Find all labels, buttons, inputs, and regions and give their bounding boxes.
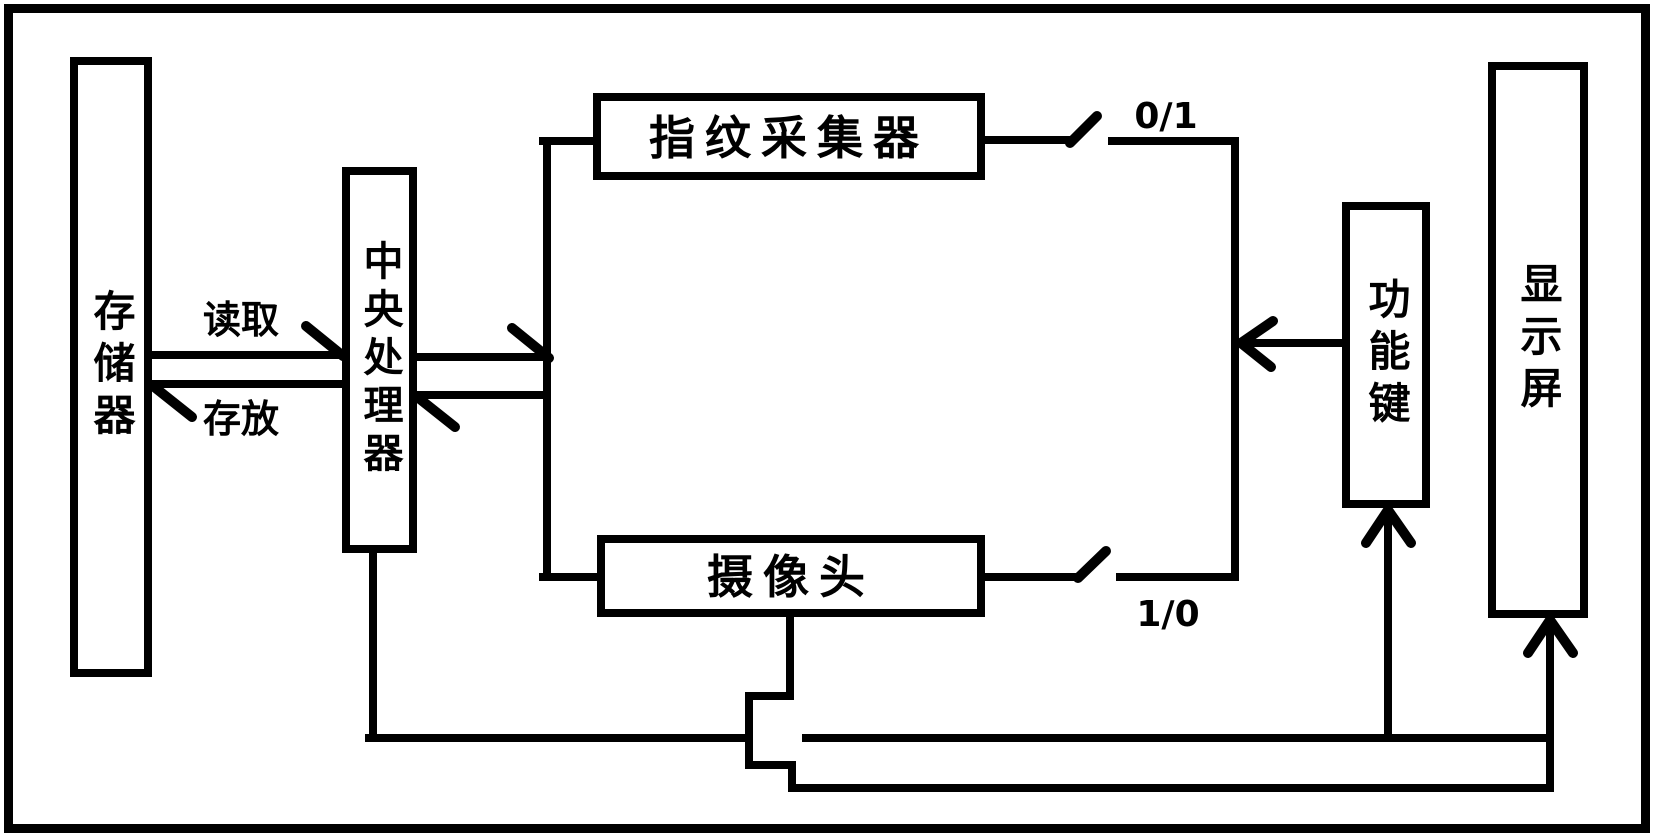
function-key-block: 功能键 [1342,202,1430,508]
outer-border [4,4,1650,833]
cpu-out-arrowhead [507,323,554,363]
cpu-block-label: 中央处理器 [356,240,403,480]
function-key-out-arrowhead [1236,316,1278,372]
camera-drop-line [745,610,1554,792]
cpu-in-arrowhead [411,391,460,432]
function-key-label: 功能键 [1362,277,1411,433]
read-label: 读取 [202,298,279,342]
fingerprint-switch-state-label: 0/1 [1134,96,1198,137]
display-up-arrowhead [1523,615,1578,658]
cpu-block: 中央处理器 [342,167,417,553]
camera-block: 摄像头 [597,535,985,617]
camera-switch-lever [1073,546,1111,583]
camera-switch-state-label: 1/0 [1136,594,1200,635]
fingerprint-switch-lever [1065,111,1102,148]
display-screen-block: 显示屏 [1488,62,1588,618]
memory-block-label: 存储器 [87,289,136,445]
display-screen-label: 显示屏 [1514,262,1563,418]
function-key-up-arrowhead [1361,505,1416,548]
store-arrowhead [148,381,197,422]
fingerprint-collector-block: 指纹采集器 [593,93,985,180]
read-arrowhead [301,321,348,361]
store-label: 存放 [202,397,279,441]
camera-block-label: 摄像头 [707,550,875,604]
memory-block: 存储器 [70,57,152,677]
fingerprint-collector-label: 指纹采集器 [649,110,929,165]
